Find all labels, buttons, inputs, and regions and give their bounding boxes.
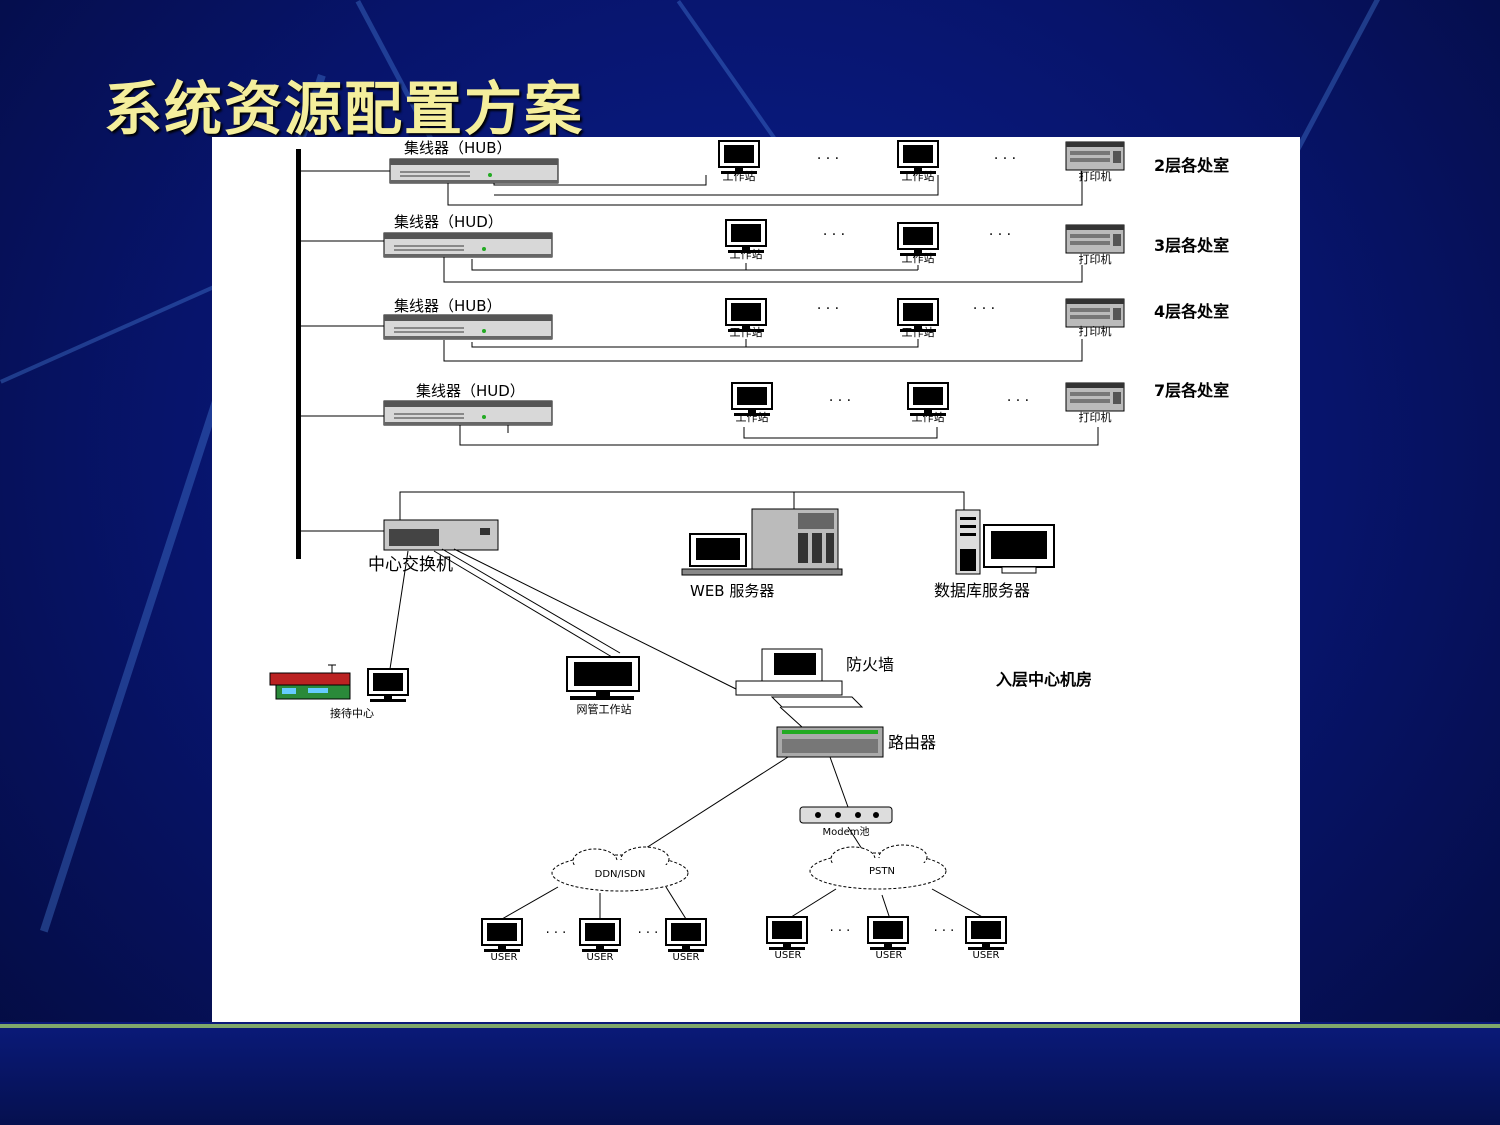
ellipsis: · · · (1007, 393, 1029, 409)
link-line (631, 756, 789, 858)
hub-label: 集线器（HUB） (394, 297, 502, 315)
router: 路由器 (776, 726, 936, 758)
link-line (433, 550, 613, 658)
switch-label: 中心交换机 (368, 555, 453, 575)
ellipsis: · · · (823, 227, 845, 243)
user-label: USER (673, 952, 700, 963)
workstation-label: 工作站 (902, 325, 935, 339)
admin-workstation: 网管工作站 (566, 656, 640, 716)
reception-center: 接待中心 (269, 664, 409, 720)
hub-label: 集线器（HUD） (416, 382, 525, 400)
web-server-label: WEB 服务器 (690, 582, 774, 600)
link-line (453, 548, 737, 690)
pstn-label: PSTN (869, 866, 895, 877)
ellipsis: · · · (994, 151, 1016, 167)
user-node: USER (766, 916, 808, 961)
user-node: USER (965, 916, 1007, 961)
workstation-icon (367, 668, 409, 703)
footer-divider (0, 1024, 1500, 1028)
backbone-line (296, 149, 301, 559)
link-line (389, 550, 409, 670)
user-label: USER (775, 950, 802, 961)
printer-label: 打印机 (1079, 169, 1112, 183)
hub-label: 集线器（HUD） (394, 213, 503, 231)
reception-label: 接待中心 (330, 706, 374, 720)
router-label: 路由器 (888, 733, 936, 752)
printer-icon (1065, 298, 1125, 328)
user-node: USER (867, 916, 909, 961)
pstn-cloud: PSTN (809, 844, 947, 890)
floor-label: 4层各处室 (1154, 302, 1229, 321)
printer-label: 打印机 (1079, 410, 1112, 424)
hub-device (389, 158, 559, 184)
user-node: USER (665, 918, 707, 963)
ellipsis: · · · (973, 301, 995, 317)
user-label: USER (491, 952, 518, 963)
firewall-label: 防火墙 (846, 655, 894, 674)
printer-label: 打印机 (1079, 324, 1112, 338)
firewall: 防火墙 (735, 648, 894, 708)
link-line (665, 886, 687, 920)
printer-icon (1065, 382, 1125, 412)
workstation-label: 工作站 (723, 169, 756, 183)
workstation-label: 工作站 (902, 169, 935, 183)
link-line (931, 888, 987, 920)
db-server-label: 数据库服务器 (934, 581, 1030, 600)
slide-title: 系统资源配置方案 (104, 75, 585, 143)
user-label: USER (973, 950, 1000, 961)
user-node: USER (579, 918, 621, 963)
floor-row: 集线器（HUD） 工作站 · · · 工作站 · · · 打印机 3层各处室 (298, 213, 1229, 283)
workstation-label: 工作站 (736, 410, 769, 424)
floor-row: 集线器（HUB） 工作站 · · · 工作站 · · · 打印机 4层各处室 (298, 297, 1229, 362)
link-line (779, 706, 803, 728)
link-line (829, 756, 849, 808)
hub-device (383, 400, 553, 426)
user-label: USER (587, 952, 614, 963)
printer-icon (1065, 224, 1125, 254)
link-line (847, 826, 863, 850)
central-switch: 中心交换机 (298, 491, 965, 575)
workstation-label: 工作站 (730, 247, 763, 261)
user-node: USER (481, 918, 523, 963)
floor-label: 3层各处室 (1154, 236, 1229, 255)
footer-band (0, 1022, 1500, 1125)
link-line (501, 886, 559, 920)
ellipsis: · · · (829, 393, 851, 409)
modem-pool: Modem池 (799, 806, 893, 838)
floor-row: 集线器（HUB） 工作站 · · · 工作站 · · · 打印机 2层各处室 (298, 139, 1229, 206)
workstation-label: 工作站 (912, 410, 945, 424)
link-line (881, 894, 891, 920)
room-label: 入层中心机房 (996, 670, 1092, 689)
floor-label: 2层各处室 (1154, 156, 1229, 175)
admin-label: 网管工作站 (577, 702, 632, 716)
link-line (787, 888, 837, 920)
modem-label: Modem池 (823, 825, 870, 838)
floor-row: 集线器（HUD） 工作站 · · · 工作站 · · · 打印机 7层各处室 (298, 381, 1229, 446)
ellipsis: · · · (989, 227, 1011, 243)
ddn-label: DDN/ISDN (595, 869, 646, 880)
hub-device (383, 314, 553, 340)
ellipsis: · · · (638, 926, 659, 941)
printer-icon (1065, 141, 1125, 171)
database-server: 数据库服务器 (934, 509, 1055, 600)
ellipsis: · · · (817, 151, 839, 167)
diagram-panel: 集线器（HUB） 工作站 · · · 工作站 · · · 打印机 2层各处室 集… (212, 137, 1300, 1024)
ddn-cloud: DDN/ISDN (551, 846, 689, 892)
floor-label: 7层各处室 (1154, 381, 1229, 400)
ellipsis: · · · (817, 301, 839, 317)
workstation-label: 工作站 (902, 251, 935, 265)
ellipsis: · · · (934, 924, 955, 939)
user-label: USER (876, 950, 903, 961)
ellipsis: · · · (830, 924, 851, 939)
hub-label: 集线器（HUB） (404, 139, 512, 157)
printer-label: 打印机 (1079, 252, 1112, 266)
workstation-label: 工作站 (730, 325, 763, 339)
hub-device (383, 232, 553, 258)
network-diagram: 集线器（HUB） 工作站 · · · 工作站 · · · 打印机 2层各处室 集… (269, 139, 1229, 963)
link-line (441, 548, 621, 654)
web-server: WEB 服务器 (681, 508, 843, 600)
ellipsis: · · · (546, 926, 567, 941)
